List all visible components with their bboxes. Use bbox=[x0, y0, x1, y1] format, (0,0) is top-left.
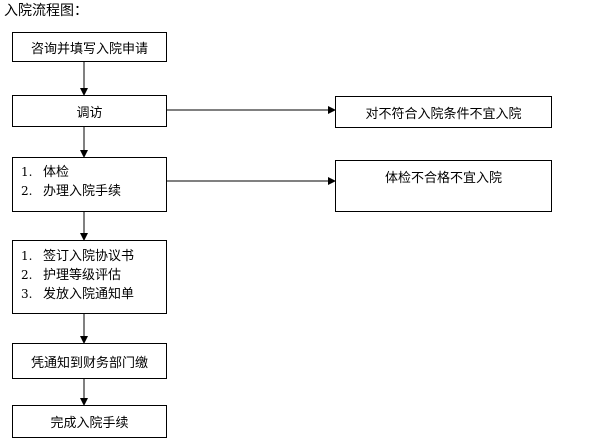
list-marker: 3. bbox=[21, 287, 33, 301]
outcome-reject-exam-label: 体检不合格不宜入院 bbox=[384, 171, 502, 186]
step-sign-item-3: 发放入院通知单 bbox=[43, 287, 135, 302]
list-item: 2. 办理入院手续 bbox=[13, 182, 166, 201]
step-apply-box: 咨询并填写入院申请 bbox=[12, 32, 167, 62]
step-complete-label: 完成入院手续 bbox=[50, 416, 129, 431]
step-pay-label: 凭通知到财务部门缴 bbox=[30, 355, 148, 371]
step-complete-box: 完成入院手续 bbox=[12, 405, 167, 438]
diagram-title: 入院流程图： bbox=[4, 3, 88, 19]
step-sign-item-1: 签订入院协议书 bbox=[43, 249, 135, 264]
step-apply-label: 咨询并填写入院申请 bbox=[30, 41, 148, 57]
list-item: 1. 签订入院协议书 bbox=[13, 247, 166, 266]
step-sign-item-2: 护理等级评估 bbox=[43, 268, 122, 283]
step-exam-item-2: 办理入院手续 bbox=[43, 184, 122, 199]
list-item: 1. 体检 bbox=[13, 163, 166, 182]
list-marker: 2. bbox=[21, 184, 33, 198]
list-marker: 1. bbox=[21, 165, 33, 179]
outcome-reject-exam-box: 体检不合格不宜入院 bbox=[335, 160, 552, 212]
outcome-reject-visit-label: 对不符合入院条件不宜入院 bbox=[365, 106, 522, 122]
step-pay-box: 凭通知到财务部门缴 bbox=[12, 343, 167, 379]
step-exam-item-1: 体检 bbox=[43, 165, 70, 180]
step-visit-label: 调访 bbox=[76, 105, 103, 121]
step-visit-box: 调访 bbox=[12, 95, 167, 127]
outcome-reject-visit-box: 对不符合入院条件不宜入院 bbox=[335, 96, 552, 128]
step-sign-box: 1. 签订入院协议书 2. 护理等级评估 3. 发放入院通知单 bbox=[12, 240, 167, 314]
list-item: 3. 发放入院通知单 bbox=[13, 285, 166, 304]
list-item: 2. 护理等级评估 bbox=[13, 266, 166, 285]
list-marker: 1. bbox=[21, 249, 33, 263]
list-marker: 2. bbox=[21, 268, 33, 282]
step-exam-box: 1. 体检 2. 办理入院手续 bbox=[12, 157, 167, 212]
